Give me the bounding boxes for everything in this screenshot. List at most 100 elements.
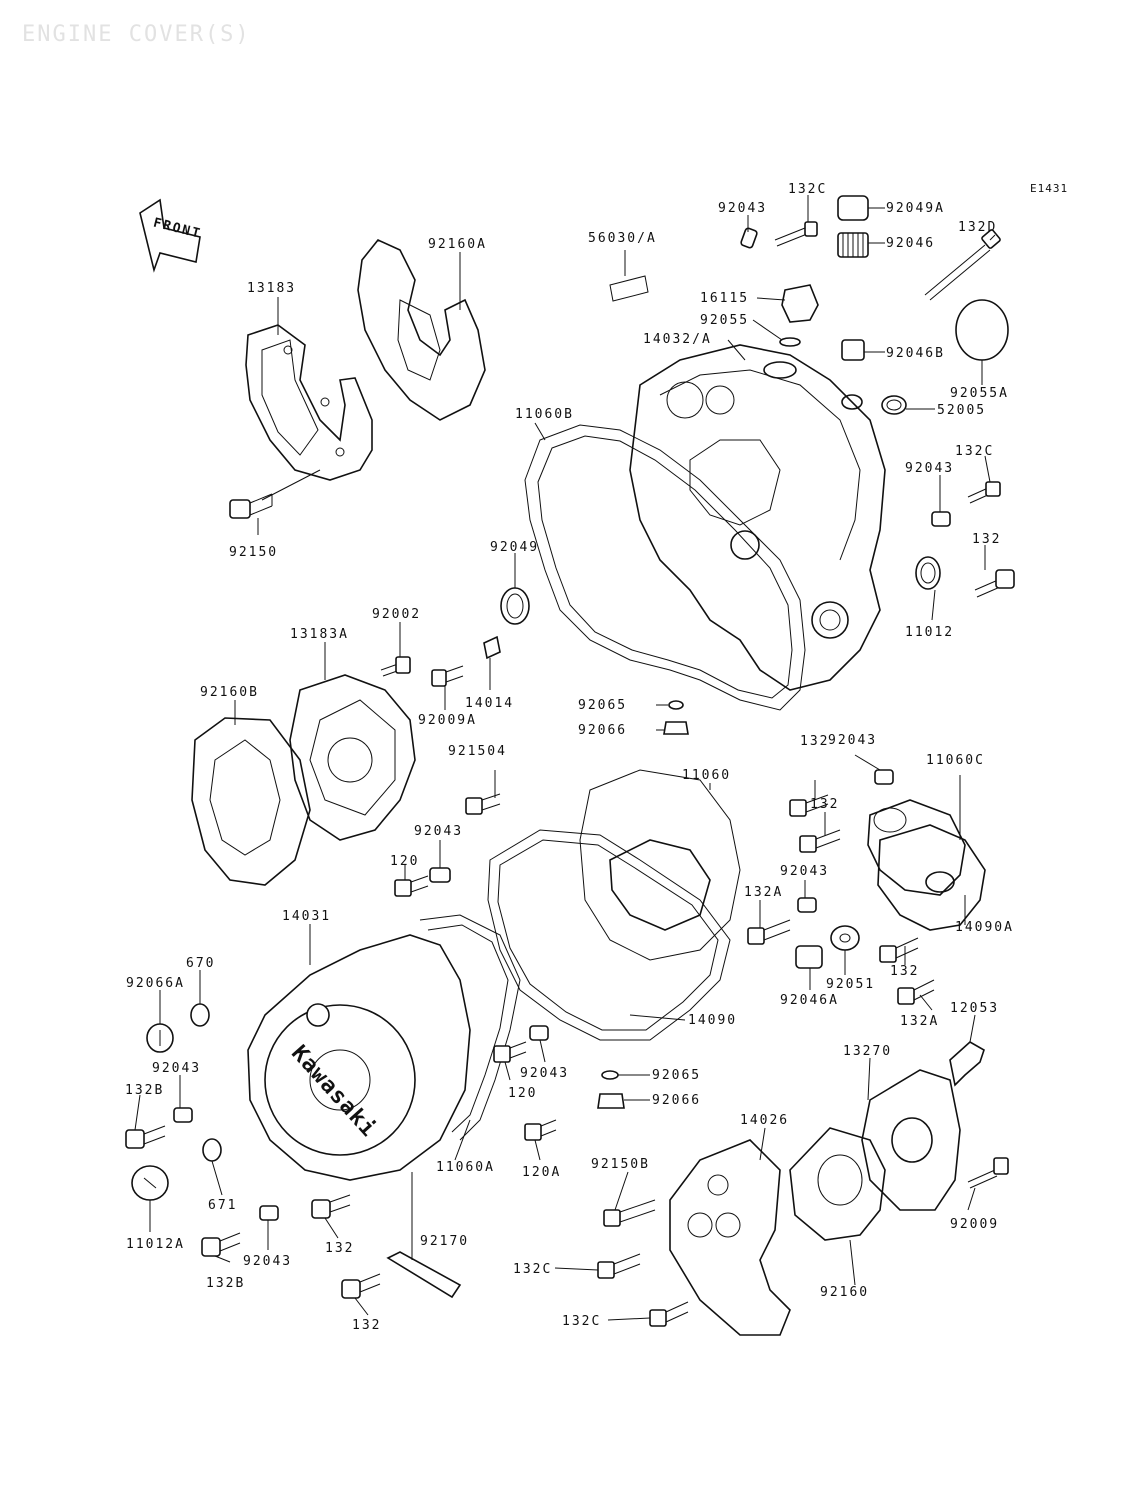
bearing-92046 [837,232,869,258]
label-671: 671 [208,1198,237,1213]
oring-92055 [779,337,801,347]
label-11012a: 11012A [126,1237,185,1252]
label-14032a: 14032/A [643,332,712,347]
label-132-m2: 132 [810,797,839,812]
dowel-92043-top [740,227,758,249]
bearing-92046a [795,945,823,969]
label-92046b: 92046B [886,346,945,361]
label-56030a: 56030/A [588,231,657,246]
label-13270: 13270 [843,1044,892,1059]
bolt-92150 [229,493,273,519]
label-12053: 12053 [950,1001,999,1016]
washer-14014 [483,635,501,660]
cap-16115 [781,284,819,323]
label-132-b: 132 [325,1241,354,1256]
bolt-92009 [967,1157,1009,1189]
bolt-132c-b1 [597,1253,641,1279]
oring-671 [202,1138,222,1162]
label-132a-a: 132A [744,885,783,900]
bolt-92009a [431,665,464,687]
bolt-132-r [974,569,1015,598]
label-120-b: 120 [508,1086,537,1101]
part-92160-gasket [789,1127,886,1241]
part-11060-gasket [487,829,731,1041]
label-13183a: 13183A [290,627,349,642]
diagram-title: ENGINE COVER(S) [22,22,251,47]
bearing-92046b [841,339,865,361]
kawasaki-logo: Kawasaki [286,1041,381,1142]
label-132b-b: 132B [206,1276,245,1291]
bolt-132b-a [125,1125,166,1149]
label-92043-c: 92043 [520,1066,569,1081]
bolt-132c-r [967,481,1001,504]
label-11060: 11060 [682,768,731,783]
bolt-132a-b [897,979,935,1005]
dowel-92043-bl [259,1205,279,1221]
part-14090a-cover [867,799,966,896]
bolt-92150b [603,1199,656,1227]
label-11060b: 11060B [515,407,574,422]
label-92043-mr: 92043 [828,733,877,748]
part-92160b-gasket [191,717,311,886]
label-92043-top: 92043 [718,201,767,216]
ring-92046b-lower [841,394,863,410]
oring-92065-b [601,1070,619,1080]
label-92002: 92002 [372,607,421,622]
bolt-132c-top [774,221,818,247]
label-132c-b2: 132C [562,1314,601,1329]
label-14026: 14026 [740,1113,789,1128]
label-11012: 11012 [905,625,954,640]
plug-92066-b [597,1093,625,1109]
label-92066-b: 92066 [652,1093,701,1108]
oring-92065-top [668,700,684,710]
label-52005: 52005 [937,403,986,418]
label-670: 670 [186,956,215,971]
diagram-code: E1431 [1030,182,1068,195]
label-92066-top: 92066 [578,723,627,738]
part-11060b-gasket [524,424,806,711]
part-11060-gasket-rear [579,769,741,961]
label-132b-a: 132B [125,1083,164,1098]
plug-92066a [146,1023,174,1053]
bolt-120-a [394,875,429,897]
seal-92049 [500,587,530,625]
dowel-92043-l [173,1107,193,1123]
label-92049a: 92049A [886,201,945,216]
label-56030 [609,275,649,302]
label-92009a: 92009A [418,713,477,728]
washer-92051 [830,925,860,951]
label-92150: 92150 [229,545,278,560]
label-92043-bl: 92043 [243,1254,292,1269]
label-132-m1: 132 [800,734,829,749]
oring-670 [190,1003,210,1027]
part-11060a-gasket [419,914,521,1141]
bolt-132-m2 [799,829,841,853]
label-14090: 14090 [688,1013,737,1028]
label-132c-b1: 132C [513,1262,552,1277]
label-132-m3: 132 [890,964,919,979]
label-132-bb: 132 [352,1318,381,1333]
bolt-132-m1 [789,794,829,817]
label-92065-top: 92065 [578,698,627,713]
leader-lines [134,195,996,1321]
bolt-132c-b2 [649,1301,689,1327]
label-120-a: 120 [390,854,419,869]
dowel-92043-c [529,1025,549,1041]
bolt-120a [524,1119,557,1141]
part-13183a-plate [289,674,416,841]
label-92049: 92049 [490,540,539,555]
dowel-92043-r [931,511,951,527]
label-92066a: 92066A [126,976,185,991]
part-92160a-gasket [357,239,486,421]
label-92043-m: 92043 [414,824,463,839]
label-92160b: 92160B [200,685,259,700]
part-labels: 132C 92043 92049A 92046 132D 56030/A 161… [125,182,1012,1333]
label-92055: 92055 [700,313,749,328]
bolt-132-m3 [879,937,919,963]
label-92046: 92046 [886,236,935,251]
seal-52005 [881,395,907,415]
label-92065-b: 92065 [652,1068,701,1083]
label-92170: 92170 [420,1234,469,1249]
part-12053-bracket [949,1041,985,1087]
